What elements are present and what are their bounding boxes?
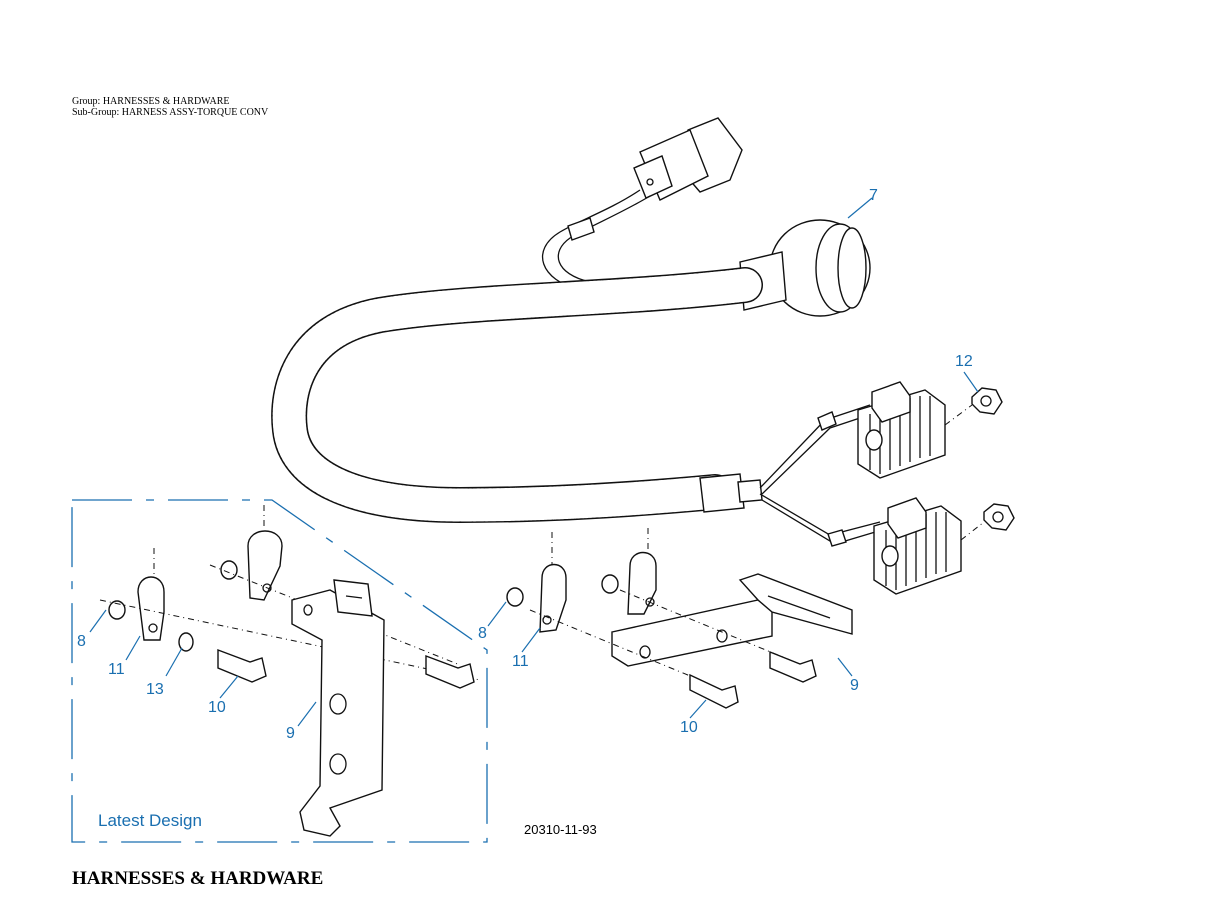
callout-10-left: 10 — [208, 699, 226, 716]
callout-11-left: 11 — [108, 661, 125, 678]
inset-border — [71, 499, 488, 843]
footer-title: HARNESSES & HARDWARE — [72, 868, 324, 889]
callout-8-right: 8 — [478, 625, 487, 642]
callout-7: 7 — [869, 187, 878, 204]
nut-lower — [983, 503, 1015, 531]
group-label: Group: HARNESSES & HARDWARE — [72, 96, 230, 107]
left-hardware — [99, 505, 481, 837]
figure-number: 20310-11-93 — [524, 822, 597, 837]
solenoid-upper — [857, 381, 946, 479]
callout-9-left: 9 — [286, 725, 295, 742]
callout-10-right: 10 — [680, 719, 698, 736]
solenoid-lower — [873, 497, 962, 595]
right-hardware — [506, 528, 853, 709]
callout-13: 13 — [146, 681, 164, 698]
callout-9-right: 9 — [850, 677, 859, 694]
sub-group-label: Sub-Group: HARNESS ASSY-TORQUE CONV — [72, 107, 269, 118]
callout-12: 12 — [955, 353, 973, 370]
nut-upper — [971, 387, 1003, 415]
header-block: Group: HARNESSES & HARDWARE Sub-Group: H… — [72, 96, 268, 118]
callout-8-left: 8 — [77, 633, 86, 650]
grommet — [739, 219, 871, 317]
callout-11-right: 11 — [512, 653, 529, 670]
harness-connector — [633, 117, 743, 201]
inset-caption: Latest Design — [98, 811, 202, 830]
